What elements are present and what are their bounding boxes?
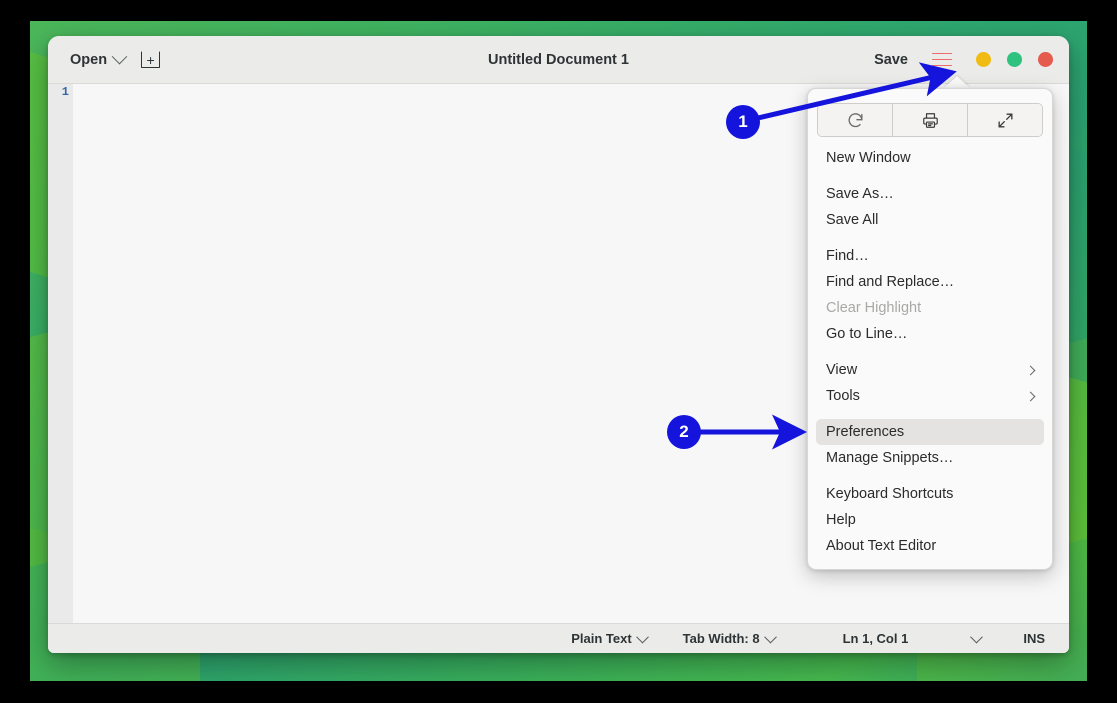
menu-item-label: About Text Editor bbox=[826, 538, 937, 554]
menu-item-label: Clear Highlight bbox=[826, 300, 922, 316]
open-button[interactable]: Open bbox=[68, 48, 128, 71]
status-bar: Plain Text Tab Width: 8 Ln 1, Col 1 INS bbox=[48, 623, 1069, 653]
chevron-right-icon bbox=[1025, 391, 1036, 401]
menu-item-tools[interactable]: Tools bbox=[816, 383, 1044, 409]
chevron-down-icon bbox=[111, 48, 128, 65]
menu-item-help[interactable]: Help bbox=[816, 507, 1044, 533]
menu-item-label: Find… bbox=[826, 248, 869, 264]
hamburger-menu-icon[interactable] bbox=[932, 51, 952, 69]
menu-item-about-text-editor[interactable]: About Text Editor bbox=[816, 533, 1044, 559]
menu-item-manage-snippets[interactable]: Manage Snippets… bbox=[816, 445, 1044, 471]
header-right-group: Save bbox=[866, 48, 1053, 72]
menu-item-label: New Window bbox=[826, 150, 911, 166]
menu-item-go-to-line[interactable]: Go to Line… bbox=[816, 321, 1044, 347]
menu-separator bbox=[815, 409, 1045, 419]
minimize-button[interactable] bbox=[976, 52, 991, 67]
menu-item-label: Keyboard Shortcuts bbox=[826, 486, 954, 502]
chevron-down-icon bbox=[970, 630, 984, 644]
cursor-position-label: Ln 1, Col 1 bbox=[842, 631, 909, 646]
menu-item-label: Tools bbox=[826, 388, 860, 404]
close-button[interactable] bbox=[1038, 52, 1053, 67]
menu-item-label: Save All bbox=[826, 212, 879, 228]
hamburger-line bbox=[932, 64, 952, 67]
reload-icon[interactable] bbox=[818, 104, 893, 136]
chevron-right-icon bbox=[1025, 365, 1036, 375]
menu-item-find-and-replace[interactable]: Find and Replace… bbox=[816, 269, 1044, 295]
line-number-gutter: 1 bbox=[48, 84, 73, 623]
menu-item-preferences[interactable]: Preferences bbox=[816, 419, 1044, 445]
new-tab-icon[interactable] bbox=[141, 51, 161, 68]
language-label: Plain Text bbox=[571, 631, 632, 646]
menu-item-label: Find and Replace… bbox=[826, 274, 955, 290]
menu-item-clear-highlight: Clear Highlight bbox=[816, 295, 1044, 321]
menu-item-find[interactable]: Find… bbox=[816, 243, 1044, 269]
menu-item-keyboard-shortcuts[interactable]: Keyboard Shortcuts bbox=[816, 481, 1044, 507]
chevron-down-icon bbox=[635, 630, 649, 644]
cursor-position-selector[interactable]: Ln 1, Col 1 bbox=[837, 629, 988, 648]
menu-item-save-as[interactable]: Save As… bbox=[816, 181, 1044, 207]
annotation-badge-2: 2 bbox=[667, 415, 701, 449]
hamburger-line bbox=[932, 52, 952, 55]
menu-separator bbox=[815, 471, 1045, 481]
menu-item-new-window[interactable]: New Window bbox=[816, 145, 1044, 171]
maximize-button[interactable] bbox=[1007, 52, 1022, 67]
fullscreen-icon[interactable] bbox=[968, 104, 1042, 136]
menu-item-view[interactable]: View bbox=[816, 357, 1044, 383]
menu-separator bbox=[815, 347, 1045, 357]
menu-separator bbox=[815, 171, 1045, 181]
open-button-label: Open bbox=[70, 51, 108, 68]
annotation-badge-1: 1 bbox=[726, 105, 760, 139]
window-controls bbox=[976, 52, 1053, 67]
menu-separator bbox=[815, 233, 1045, 243]
hamburger-line bbox=[932, 58, 952, 61]
print-icon[interactable] bbox=[893, 104, 968, 136]
insert-mode-indicator: INS bbox=[1017, 629, 1051, 648]
menu-item-save-all[interactable]: Save All bbox=[816, 207, 1044, 233]
chevron-down-icon bbox=[763, 630, 777, 644]
save-button[interactable]: Save bbox=[874, 51, 908, 68]
menu-item-label: Help bbox=[826, 512, 856, 528]
quick-action-row bbox=[817, 103, 1043, 137]
menu-item-label: View bbox=[826, 362, 858, 378]
menu-item-label: Go to Line… bbox=[826, 326, 908, 342]
tab-width-label: Tab Width: 8 bbox=[682, 631, 760, 646]
language-selector[interactable]: Plain Text bbox=[565, 629, 652, 648]
header-left-group: Open bbox=[68, 48, 161, 71]
menu-popover-arrow bbox=[944, 76, 970, 88]
menu-item-label: Manage Snippets… bbox=[826, 450, 954, 466]
tab-width-selector[interactable]: Tab Width: 8 bbox=[677, 629, 781, 648]
insert-mode-label: INS bbox=[1023, 631, 1045, 646]
menu-item-label: Preferences bbox=[826, 424, 905, 440]
menu-item-label: Save As… bbox=[826, 186, 894, 202]
header-bar: Open Untitled Document 1 Save bbox=[48, 36, 1069, 84]
